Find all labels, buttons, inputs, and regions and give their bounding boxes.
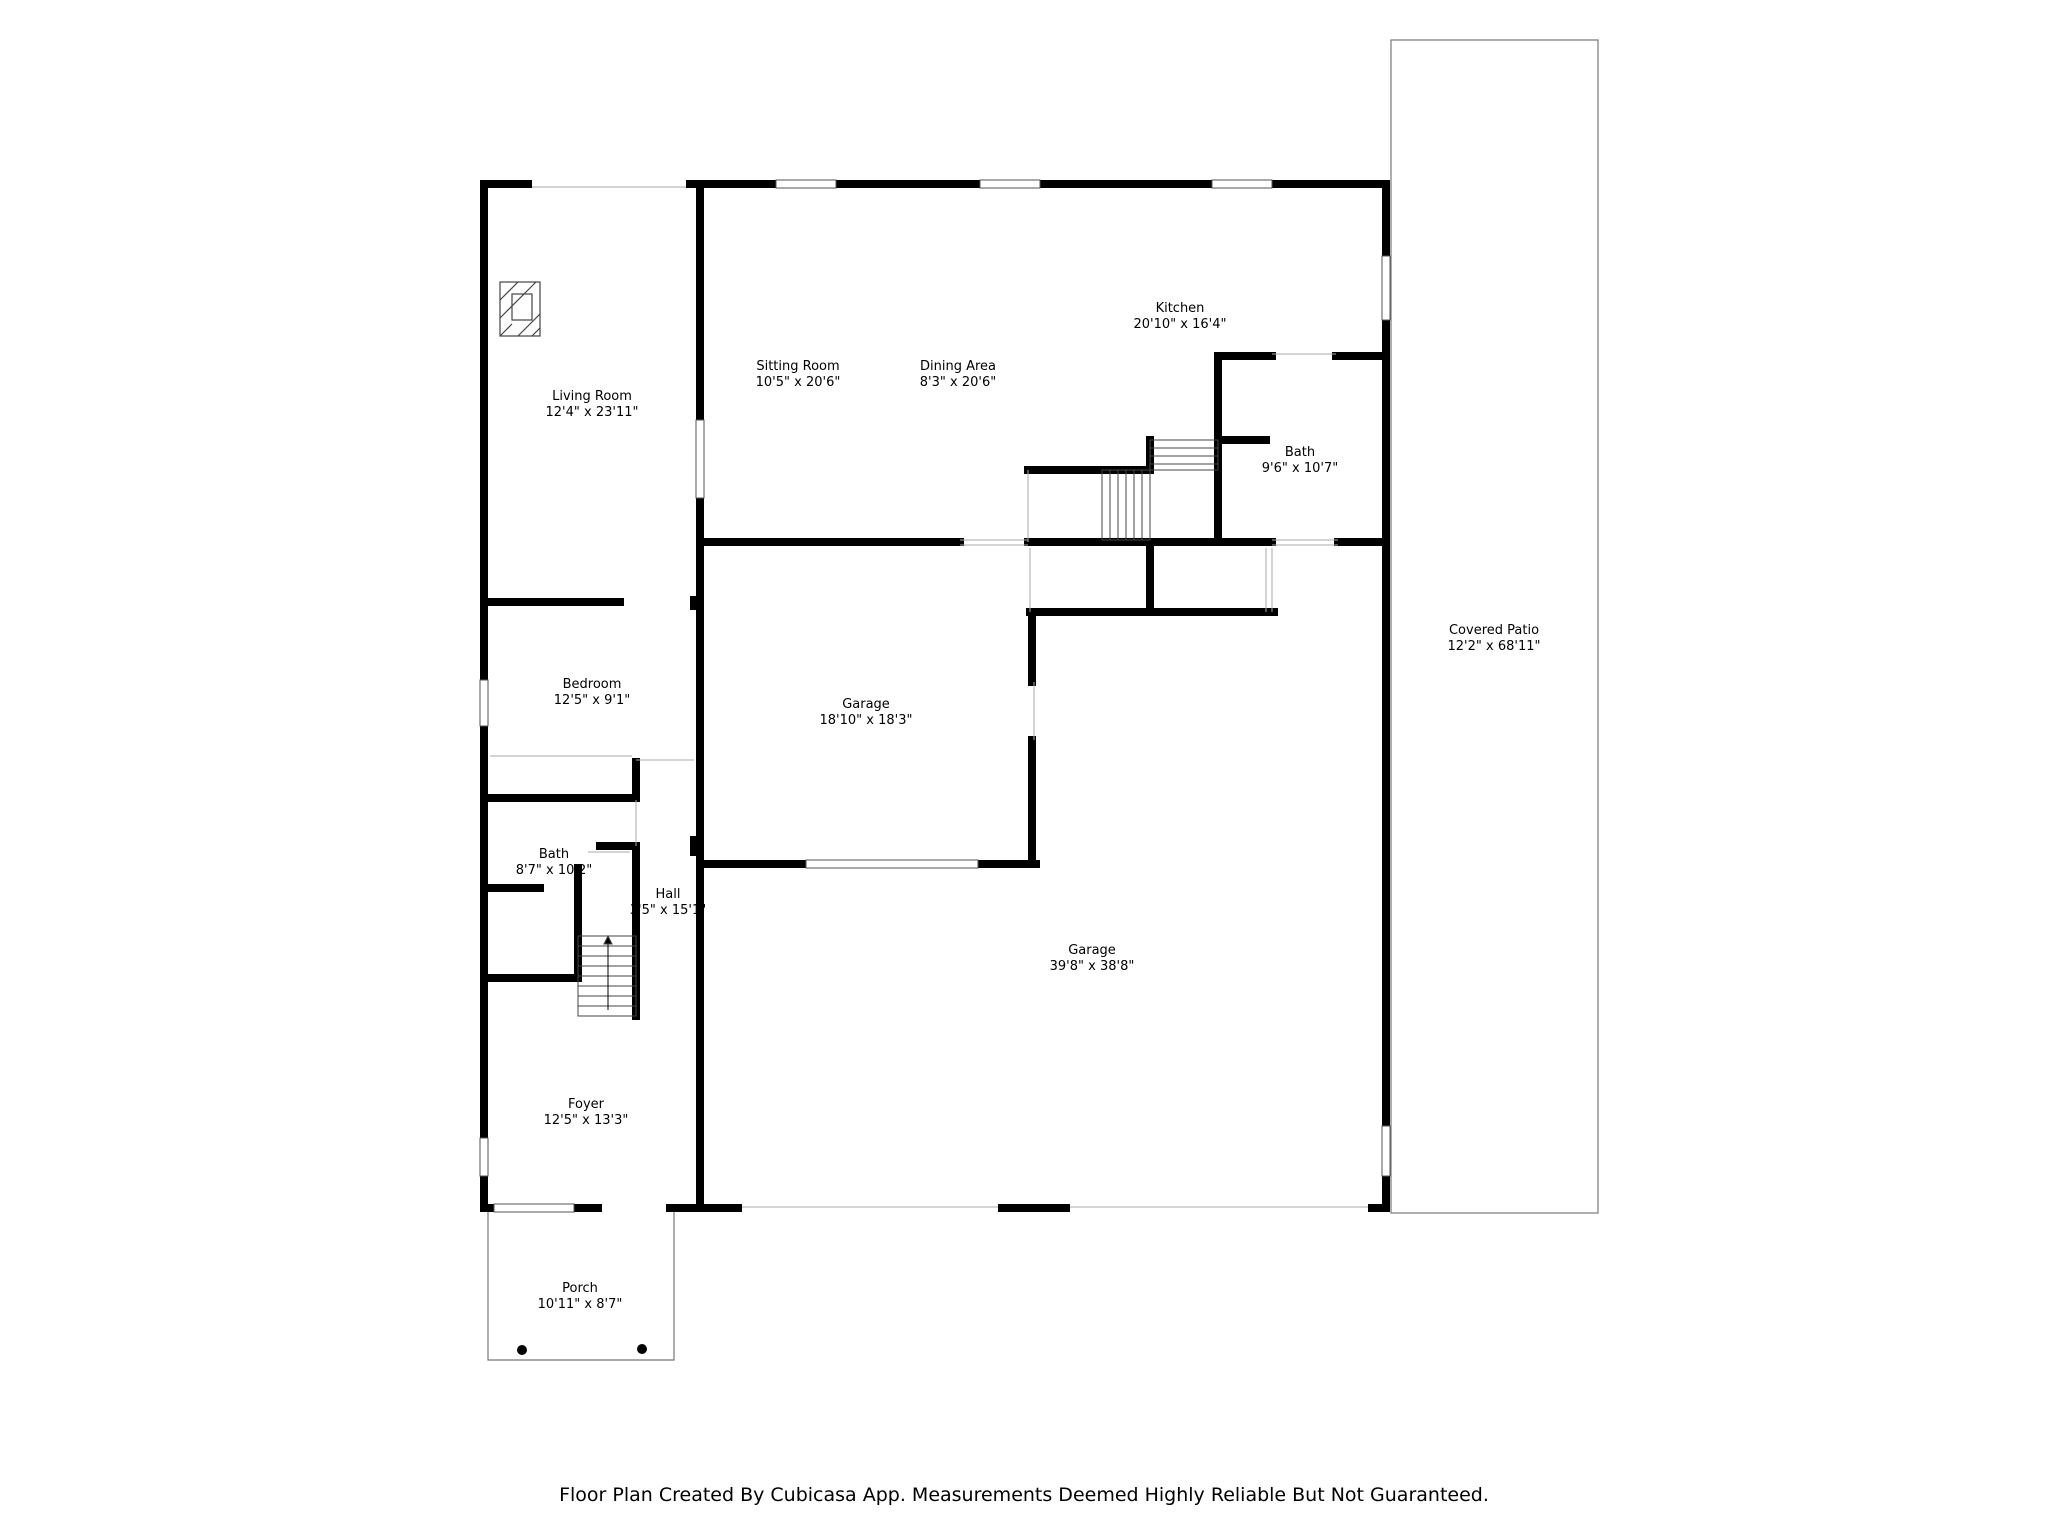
room-name: Foyer [568, 1097, 605, 1112]
room-name: Sitting Room [756, 359, 839, 374]
room-size: 12'2" x 68'11" [1448, 639, 1541, 654]
room-size: 8'7" x 10'2" [516, 863, 592, 878]
room-size: 12'5" x 9'1" [554, 693, 630, 708]
thin-outlines [487, 39, 1599, 1361]
window [1381, 255, 1391, 321]
room-name: Dining Area [920, 359, 996, 374]
room-size: 9'6" x 10'7" [1262, 461, 1338, 476]
openings [490, 353, 1338, 853]
room-name: Porch [562, 1281, 598, 1296]
room-size: 12'4" x 23'11" [546, 405, 639, 420]
room-size: 10'11" x 8'7" [538, 1297, 623, 1312]
window [1381, 1125, 1391, 1177]
window [775, 179, 837, 189]
room-name: Kitchen [1156, 301, 1205, 316]
room-size: 12'5" x 13'3" [544, 1113, 629, 1128]
stairs-lower [577, 934, 637, 1017]
room-name: Living Room [552, 389, 632, 404]
room-labels: Living Room 12'4" x 23'11" Sitting Room … [516, 301, 1541, 1312]
window [479, 1137, 489, 1177]
room-name: Covered Patio [1449, 623, 1539, 638]
porch-column-icon [517, 1345, 527, 1355]
room-size: 3'5" x 15'1" [630, 903, 706, 918]
room-size: 20'10" x 16'4" [1134, 317, 1227, 332]
room-size: 8'3" x 20'6" [920, 375, 996, 390]
footer-disclaimer: Floor Plan Created By Cubicasa App. Meas… [559, 1484, 1489, 1506]
room-name: Garage [1068, 943, 1116, 958]
room-size: 18'10" x 18'3" [820, 713, 913, 728]
room-name: Bath [1285, 445, 1315, 460]
window [479, 679, 489, 727]
fireplace-icon [499, 281, 541, 337]
room-size: 39'8" x 38'8" [1050, 959, 1135, 974]
windows [479, 179, 1391, 1213]
stairs-upper [1101, 439, 1219, 541]
covered-patio-outline [1390, 39, 1599, 1214]
room-name: Garage [842, 697, 890, 712]
window [979, 179, 1041, 189]
porch-column-icon [637, 1344, 647, 1354]
room-name: Hall [656, 887, 681, 902]
room-name: Bedroom [563, 677, 622, 692]
room-size: 10'5" x 20'6" [756, 375, 841, 390]
porch-outline [487, 1208, 675, 1361]
room-name: Bath [539, 847, 569, 862]
stairs-upper-outline [1149, 439, 1219, 471]
window [493, 1203, 575, 1213]
window [1211, 179, 1273, 189]
window [695, 419, 705, 499]
window [805, 859, 979, 869]
stair-arrow-icon [603, 934, 613, 945]
